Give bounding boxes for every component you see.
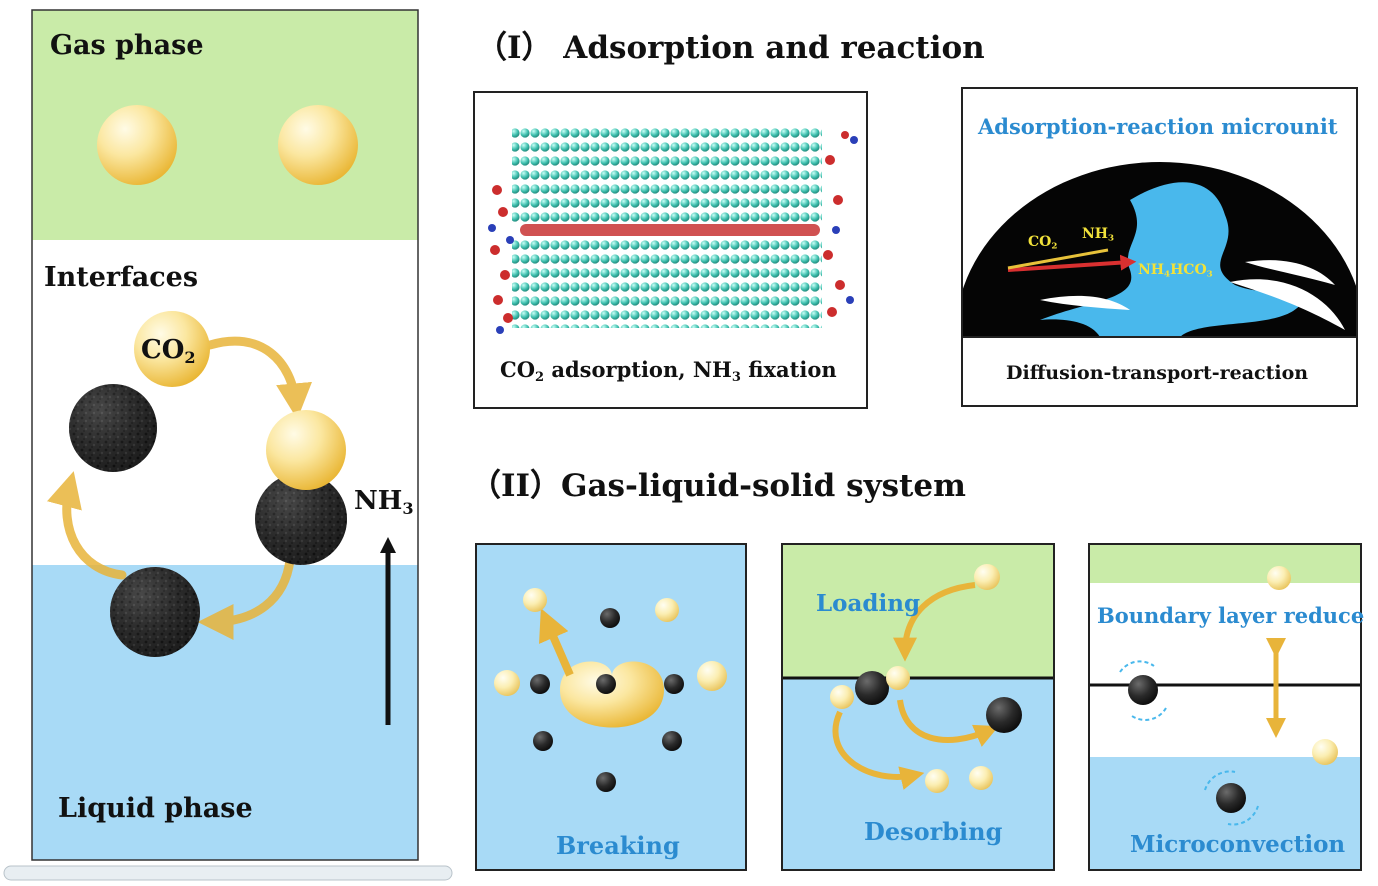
interfaces-label: Interfaces xyxy=(44,262,199,293)
panel-adsorption xyxy=(473,91,868,409)
boundary-label: Boundary layer reduce xyxy=(1097,603,1365,628)
fragment-bubble xyxy=(655,598,679,622)
panel-loading-desorbing xyxy=(781,543,1055,871)
adsorbed-co2-sphere xyxy=(266,410,346,490)
fragment-bubble xyxy=(494,670,520,696)
co2-label: CO2 xyxy=(141,335,196,367)
desorb-arrow xyxy=(897,699,999,747)
co2-molecules xyxy=(490,131,849,323)
solid-particle xyxy=(1128,675,1158,705)
fragment-bubble xyxy=(697,661,727,691)
solid-particle xyxy=(1216,783,1246,813)
graphene-layers-upper xyxy=(512,128,822,226)
cycle-arrow xyxy=(205,336,313,420)
gas-bubble xyxy=(1267,566,1291,590)
nh3-label: NH3 xyxy=(354,486,414,518)
panel-breaking xyxy=(475,543,747,871)
desorbing-label: Desorbing xyxy=(864,817,1003,846)
adsorption-caption: CO2 adsorption, NH3 fixation xyxy=(500,357,837,385)
gas-bubble xyxy=(974,564,1000,590)
cycle-arrow xyxy=(197,555,295,640)
pore-channel xyxy=(1230,279,1345,330)
gas-phase-label: Gas phase xyxy=(50,30,204,61)
gas-phase-region xyxy=(32,10,418,240)
solid-particle xyxy=(986,697,1022,733)
adsorbed-molecule-band xyxy=(520,224,820,236)
co2-small-label: CO2 xyxy=(1028,234,1058,252)
gas-bubble xyxy=(278,105,358,185)
desorbed-bubble xyxy=(925,769,949,793)
gas-bubble xyxy=(97,105,177,185)
liquid-pore xyxy=(1040,182,1302,337)
panel-boundary-micro xyxy=(1088,543,1362,871)
cycle-arrow xyxy=(47,471,127,580)
microunit-title: Adsorption-reaction microunit xyxy=(978,114,1338,139)
desorbed-bubble xyxy=(969,766,993,790)
gas-bubble xyxy=(1312,739,1338,765)
left-column xyxy=(3,9,453,881)
loaded-bubble xyxy=(886,666,910,690)
panel-microunit xyxy=(961,87,1358,407)
graphene-layers-lower xyxy=(512,238,822,328)
loading-label: Loading xyxy=(816,590,921,617)
fragment-bubble xyxy=(523,588,547,612)
breaking-bubble xyxy=(560,661,664,728)
diffusion-arrow xyxy=(1007,254,1137,272)
desorb-arrow xyxy=(832,710,925,790)
breaking-label: Breaking xyxy=(556,831,680,860)
section2-title: （II）Gas-liquid-solid system xyxy=(470,468,966,504)
nh3-small-label: NH3 xyxy=(1082,226,1115,244)
liquid-phase-label: Liquid phase xyxy=(58,793,253,824)
convection-swirl xyxy=(1204,770,1236,791)
solid-particle xyxy=(855,671,889,705)
microunit-caption: Diffusion-transport-reaction xyxy=(1006,362,1309,384)
microconvection-label: Microconvection xyxy=(1130,831,1346,858)
solid-particles xyxy=(530,608,684,792)
nh3-molecules xyxy=(488,136,858,334)
co2-sphere xyxy=(134,311,210,387)
loading-arrow xyxy=(893,582,976,662)
loaded-bubble xyxy=(830,685,854,709)
column-frame xyxy=(31,9,419,861)
product-label: NH4HCO3 xyxy=(1138,262,1213,280)
convection-swirl xyxy=(1119,660,1155,673)
column-base xyxy=(3,865,453,881)
breaking-arrow xyxy=(539,608,574,677)
section1-title: （I） Adsorption and reaction xyxy=(476,30,985,66)
